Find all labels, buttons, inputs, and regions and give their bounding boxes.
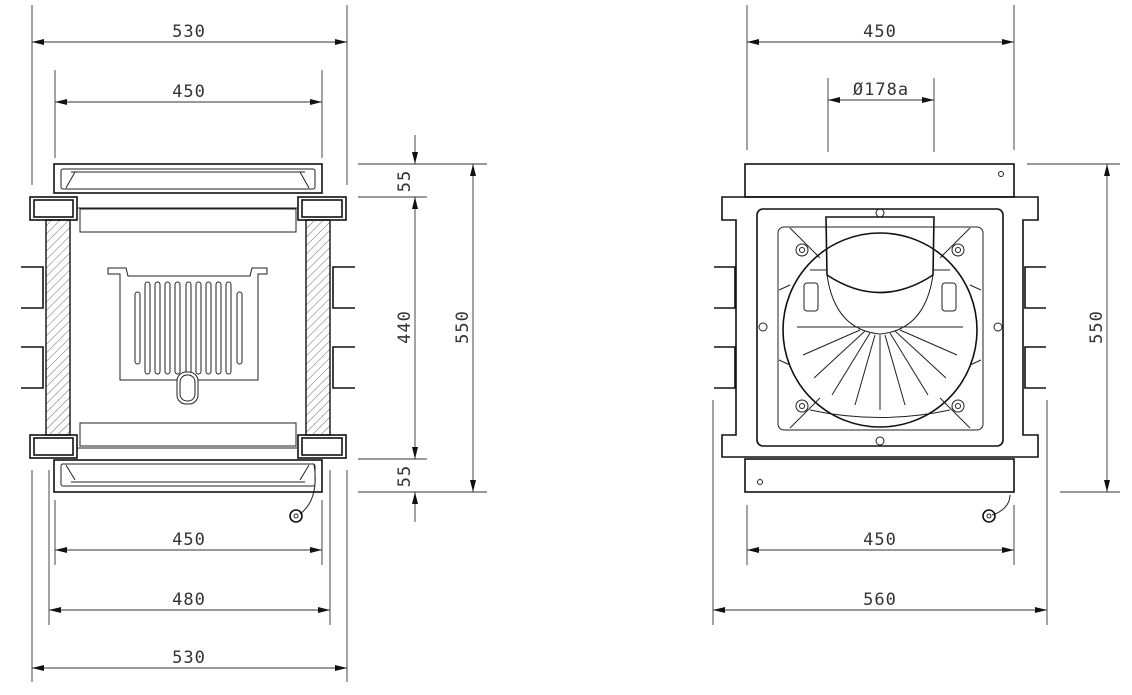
dimension-lines-right [713,39,1110,613]
motor-housing [803,216,957,335]
dimension-lines [32,39,476,671]
mounting-holes [758,208,1003,446]
dim-label-530-top: 530 [172,22,206,42]
inner-panels [77,207,298,449]
dim-label-55-bottom: 55 [395,465,415,487]
extension-lines-right [712,5,1120,625]
fan-ring [782,232,978,428]
top-rail [53,163,323,194]
side-brackets-right [714,266,1046,389]
right-view: 450 Ø178a 550 450 560 [712,5,1120,625]
side-walls [45,219,331,436]
corner-blocks [29,196,347,459]
dim-label-55-top: 55 [395,170,415,192]
fan-blades [797,326,963,418]
dim-label-550: 550 [453,310,473,344]
main-frame [721,196,1039,458]
dim-label-450-top-right: 450 [863,22,897,42]
dim-label-diameter: Ø178a [853,80,909,100]
dim-label-450-top: 450 [172,82,206,102]
dim-label-560: 560 [863,590,897,610]
left-view: 530 450 450 480 530 55 440 55 550 [21,5,487,682]
dim-label-450-bottom: 450 [172,530,206,550]
bottom-rail [53,459,323,523]
top-plate [744,163,1015,198]
fan-housing [777,226,984,431]
bottom-plate [744,458,1015,523]
dim-label-550-right: 550 [1087,310,1107,344]
dim-label-440: 440 [395,310,415,344]
dim-label-530-bottom: 530 [172,648,206,668]
extension-lines [31,5,487,682]
grill [107,267,268,405]
dim-label-480: 480 [172,590,206,610]
dim-label-450-bottom-right: 450 [863,530,897,550]
side-brackets [21,266,355,389]
